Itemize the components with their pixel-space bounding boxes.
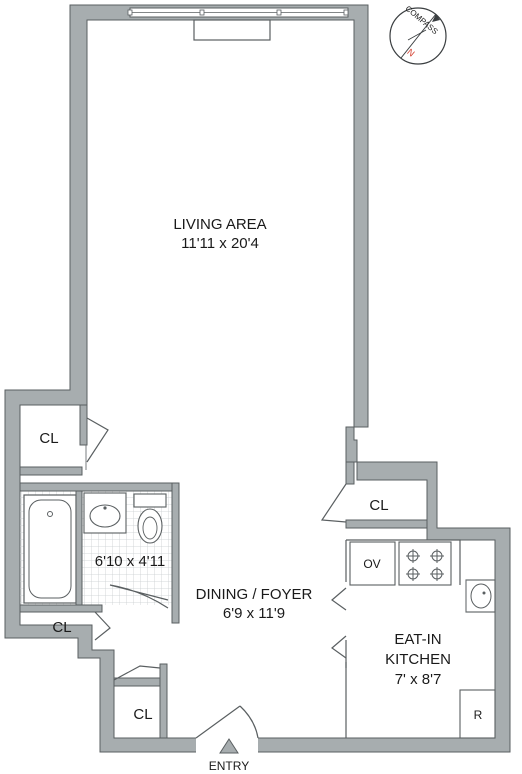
closet-bottom-walls	[113, 663, 168, 739]
closet-lower-left-walls	[94, 611, 111, 641]
bath-dims: 6'10 x 4'11	[95, 553, 166, 570]
closet-label-bottom: CL	[133, 706, 152, 723]
compass-icon	[389, 7, 447, 65]
oven-label: OV	[363, 557, 380, 571]
kitchen-name-line1: EAT-IN	[394, 631, 441, 648]
bathroom	[19, 482, 180, 624]
living-area-dims: 11'11 x 20'4	[181, 235, 259, 252]
kitchen	[331, 539, 496, 739]
closet-right-walls	[320, 461, 428, 529]
stove	[398, 541, 452, 586]
closet-label-right: CL	[369, 497, 388, 514]
window	[127, 7, 349, 18]
closet-label-lower-left: CL	[52, 619, 71, 636]
closet-upper-left-walls	[19, 404, 109, 476]
oven	[349, 541, 396, 586]
dining-foyer-dims: 6'9 x 11'9	[223, 605, 285, 622]
toilet	[133, 493, 167, 544]
closet-label-upper-left: CL	[39, 430, 58, 447]
entry-label: ENTRY	[209, 759, 249, 773]
refrigerator	[459, 689, 496, 739]
refrigerator-label: R	[474, 708, 483, 722]
dining-foyer-name: DINING / FOYER	[196, 586, 313, 603]
radiator	[193, 19, 271, 41]
kitchen-dims: 7' x 8'7	[395, 671, 442, 688]
compass-north-label: N	[405, 47, 416, 59]
kitchen-name-line2: KITCHEN	[385, 651, 451, 668]
stove-burners	[406, 549, 444, 581]
living-area-name: LIVING AREA	[173, 216, 266, 233]
entry-arrow-icon	[219, 738, 239, 754]
